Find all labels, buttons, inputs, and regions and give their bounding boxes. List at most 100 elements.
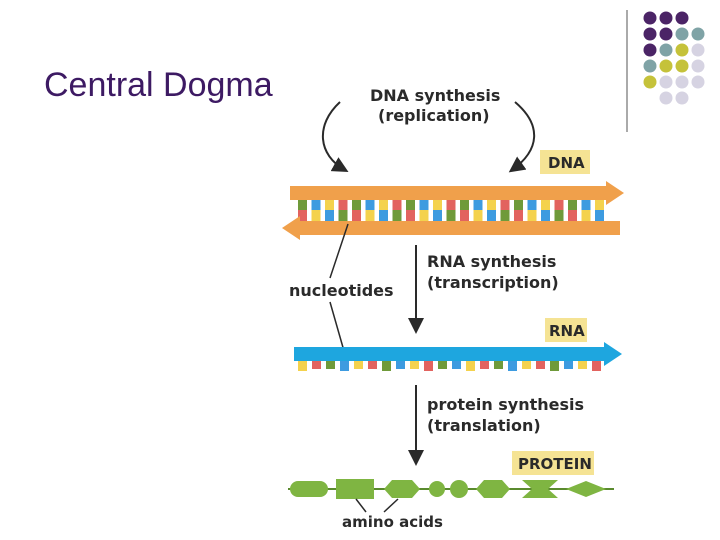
protein-synthesis-label: protein synthesis <box>427 395 584 414</box>
rna-nucleotide <box>396 361 405 369</box>
rna-nucleotide <box>368 361 377 369</box>
protein-label: PROTEIN <box>518 455 592 473</box>
dna-nucleotide <box>595 199 604 211</box>
dna-nucleotide <box>460 199 469 211</box>
dna-nucleotide <box>460 210 469 222</box>
dna-nucleotide <box>541 210 550 222</box>
decorative-dot <box>659 27 673 41</box>
protein-label-box <box>512 451 594 475</box>
replication-right-arrow <box>508 101 536 173</box>
rna-strand <box>294 342 622 371</box>
dna-label-box <box>540 150 590 174</box>
nucleotides-label: nucleotides <box>289 281 394 300</box>
dna-nucleotide <box>298 199 307 211</box>
dna-nucleotide <box>595 210 604 222</box>
rna-nucleotide <box>578 361 587 369</box>
rna-nucleotide <box>452 361 461 369</box>
decorative-dot <box>659 59 673 73</box>
dna-nucleotide <box>311 199 321 211</box>
rna-nucleotide <box>354 361 363 369</box>
dna-nucleotide <box>541 199 550 211</box>
rna-nucleotide <box>480 361 489 369</box>
decorative-dot <box>643 59 657 73</box>
dna-nucleotide <box>433 210 442 222</box>
dna-nucleotide <box>500 210 510 222</box>
dna-bottom-strand <box>282 216 620 240</box>
dna-nucleotide <box>581 199 591 211</box>
amino-acid-pointer-1 <box>355 498 367 513</box>
decorative-dot <box>675 11 689 25</box>
decorative-dot <box>691 59 705 73</box>
amino-acid <box>384 480 420 498</box>
dna-nucleotide <box>419 210 429 222</box>
amino-acid-pointer-2 <box>383 498 399 513</box>
dna-nucleotide <box>392 199 402 211</box>
rna-backbone <box>294 342 622 366</box>
decorative-dot <box>675 27 689 41</box>
dna-nucleotide <box>568 210 577 222</box>
protein-chain <box>288 479 614 499</box>
decorative-dot <box>659 43 673 57</box>
dna-nucleotide <box>554 199 564 211</box>
rna-nucleotide <box>494 361 503 369</box>
dna-nucleotide <box>365 210 375 222</box>
dna-nucleotide <box>581 210 591 222</box>
amino-acids-label: amino acids <box>342 513 443 531</box>
nucleotides-pointer-dna <box>329 223 349 279</box>
decorative-dot <box>643 43 657 57</box>
transcription-label: (transcription) <box>427 273 559 292</box>
dna-nucleotide <box>379 210 388 222</box>
dna-nucleotide <box>338 199 348 211</box>
rna-nucleotide <box>312 361 321 369</box>
dna-nucleotide <box>406 199 415 211</box>
replication-left-arrow <box>322 101 349 172</box>
dna-nucleotide <box>325 210 334 222</box>
decorative-dot <box>659 91 673 105</box>
dna-nucleotide <box>500 199 510 211</box>
dna-nucleotide <box>311 210 321 222</box>
dna-double-strand <box>282 181 624 240</box>
dna-nucleotide <box>446 210 456 222</box>
slide-title: Central Dogma <box>44 66 273 104</box>
dna-nucleotide <box>392 210 402 222</box>
amino-acid <box>566 481 606 497</box>
dna-nucleotide <box>554 210 564 222</box>
rna-nucleotide <box>382 361 391 371</box>
decorative-dot <box>691 75 705 89</box>
rna-nucleotide <box>424 361 433 371</box>
decorative-dot <box>691 43 705 57</box>
dna-nucleotide <box>365 199 375 211</box>
decorative-dot <box>659 75 673 89</box>
dna-nucleotide <box>473 210 483 222</box>
dna-nucleotide <box>527 210 537 222</box>
dna-nucleotide <box>419 199 429 211</box>
amino-acid <box>476 480 510 498</box>
decorative-dot-grid <box>643 11 705 105</box>
amino-acid <box>429 481 445 497</box>
dna-nucleotide <box>568 199 577 211</box>
rna-nucleotide <box>340 361 349 371</box>
dna-nucleotide <box>352 210 361 222</box>
rna-nucleotide <box>592 361 601 371</box>
rna-nucleotide <box>508 361 517 371</box>
dna-label: DNA <box>548 154 585 172</box>
rna-label: RNA <box>549 322 585 340</box>
dna-nucleotide <box>487 199 496 211</box>
decorative-dot <box>691 27 705 41</box>
dna-nucleotide <box>514 199 523 211</box>
rna-nucleotide <box>298 361 307 371</box>
amino-acid <box>336 479 374 499</box>
rna-nucleotide <box>536 361 545 369</box>
decorative-dot <box>659 11 673 25</box>
rna-synthesis-label: RNA synthesis <box>427 252 556 271</box>
dna-synthesis-label: DNA synthesis <box>370 86 500 105</box>
dna-nucleotide <box>298 210 307 222</box>
dna-nucleotide <box>325 199 334 211</box>
amino-acid <box>522 480 558 498</box>
decorative-dot <box>643 27 657 41</box>
decorative-dot <box>675 91 689 105</box>
rna-nucleotide <box>326 361 335 369</box>
dna-top-strand <box>290 181 624 205</box>
